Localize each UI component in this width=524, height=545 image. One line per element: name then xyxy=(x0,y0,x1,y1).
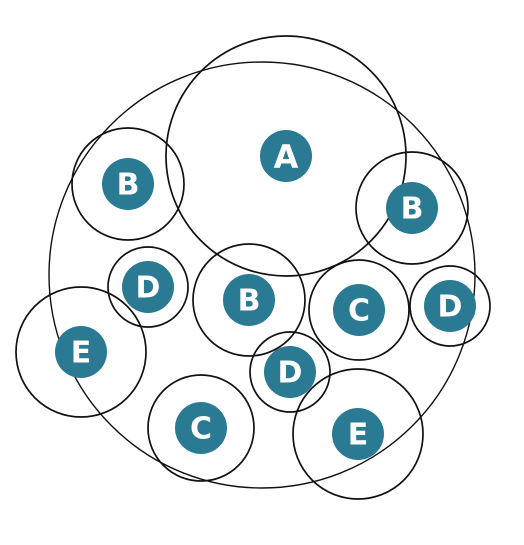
node-a-ring xyxy=(165,35,407,277)
node-b-upper-right-badge xyxy=(386,182,438,234)
node-b-upper-left-ring xyxy=(71,127,185,241)
node-d-left-badge xyxy=(122,261,174,313)
node-c-bottom: C xyxy=(147,374,255,482)
outer-circle xyxy=(48,61,476,489)
node-d-center: D xyxy=(249,331,331,413)
node-d-left: D xyxy=(107,246,189,328)
node-d-center-ring xyxy=(249,331,331,413)
node-e-bottom-right-label: E xyxy=(348,418,369,453)
node-b-center-badge xyxy=(223,274,275,326)
node-e-left-label: E xyxy=(71,336,92,371)
node-e-left-badge xyxy=(55,326,107,378)
node-e-bottom-right-ring xyxy=(292,368,424,500)
node-b-center-label: B xyxy=(238,284,261,319)
node-c-right-ring xyxy=(308,259,410,361)
node-c-right-badge xyxy=(333,284,385,336)
node-b-upper-left-label: B xyxy=(117,168,140,203)
node-e-left: E xyxy=(15,286,147,418)
node-b-center-ring xyxy=(192,243,306,357)
node-c-right-label: C xyxy=(348,294,370,329)
node-e-bottom-right-badge xyxy=(332,408,384,460)
node-e-left-ring xyxy=(15,286,147,418)
node-d-far-right-ring xyxy=(409,265,491,347)
node-a: A xyxy=(165,35,407,277)
node-e-bottom-right: E xyxy=(292,368,424,500)
node-c-bottom-ring xyxy=(147,374,255,482)
node-c-right: C xyxy=(308,259,410,361)
node-b-upper-right-label: B xyxy=(401,192,424,227)
node-d-center-label: D xyxy=(278,356,303,391)
node-d-far-right: D xyxy=(409,265,491,347)
node-d-far-right-label: D xyxy=(438,290,463,325)
node-b-upper-right: B xyxy=(355,151,469,265)
node-c-bottom-badge xyxy=(175,402,227,454)
node-b-upper-left: B xyxy=(71,127,185,241)
node-a-badge xyxy=(260,130,312,182)
node-d-far-right-badge xyxy=(424,280,476,332)
node-c-bottom-label: C xyxy=(190,412,212,447)
node-b-center: B xyxy=(192,243,306,357)
node-a-label: A xyxy=(274,138,299,176)
node-d-left-label: D xyxy=(136,271,161,306)
node-d-center-badge xyxy=(264,346,316,398)
node-b-upper-left-badge xyxy=(102,158,154,210)
node-d-left-ring xyxy=(107,246,189,328)
node-b-upper-right-ring xyxy=(355,151,469,265)
